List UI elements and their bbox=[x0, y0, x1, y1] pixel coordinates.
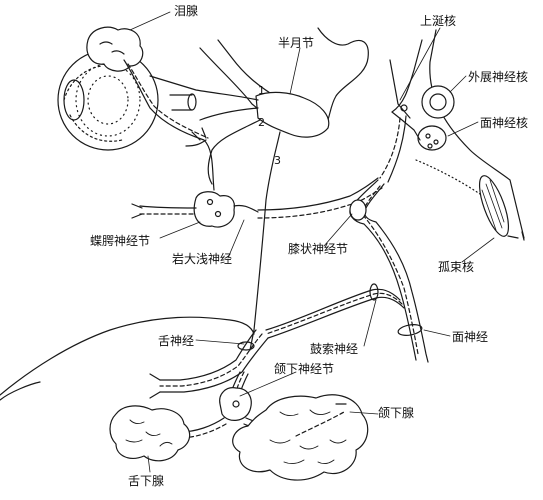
sublingual-gland-shape bbox=[109, 405, 191, 462]
submandibular-gland-shape bbox=[232, 394, 369, 481]
chorda-tympani bbox=[265, 283, 405, 339]
label-leader-lines bbox=[129, 11, 495, 473]
skull-outline bbox=[199, 27, 525, 239]
brainstem-region bbox=[379, 59, 525, 241]
label-abducens-nucleus: 外展神经核 bbox=[468, 70, 529, 84]
lingual-nerve bbox=[149, 329, 269, 399]
pterygopalatine-ganglion-shape bbox=[131, 191, 259, 228]
trigeminal-branches bbox=[149, 75, 281, 351]
label-chorda-tympani: 鼓索神经 bbox=[310, 342, 359, 356]
label-lingual-nerve: 舌神经 bbox=[158, 334, 195, 348]
label-superior-salivatory-nucleus: 上涎核 bbox=[420, 14, 457, 28]
semilunar-ganglion-shape bbox=[255, 91, 330, 138]
label-submandibular-ganglion: 颌下神经节 bbox=[274, 362, 335, 376]
tongue-outline bbox=[0, 316, 255, 401]
branch-number-1: 1 bbox=[258, 84, 265, 97]
label-geniculate-ganglion: 膝状神经节 bbox=[288, 242, 349, 256]
lacrimal-pathway bbox=[123, 59, 215, 191]
lacrimal-gland bbox=[86, 26, 144, 72]
facial-nerve-trunk bbox=[349, 179, 429, 363]
label-semilunar-ganglion: 半月节 bbox=[278, 36, 315, 50]
label-lacrimal-gland: 泪腺 bbox=[174, 4, 199, 18]
label-facial-nerve: 面神经 bbox=[452, 330, 489, 344]
label-solitary-nucleus: 孤束核 bbox=[438, 260, 475, 274]
label-greater-petrosal-nerve: 岩大浅神经 bbox=[172, 252, 233, 266]
branch-number-2: 2 bbox=[258, 116, 265, 129]
label-sublingual-gland: 舌下腺 bbox=[128, 474, 165, 488]
label-facial-nucleus: 面神经核 bbox=[480, 116, 529, 130]
label-submandibular-gland: 颌下腺 bbox=[378, 406, 415, 420]
branch-number-3: 3 bbox=[274, 154, 281, 167]
label-pterygopalatine-ganglion: 蝶腭神经节 bbox=[90, 234, 151, 248]
